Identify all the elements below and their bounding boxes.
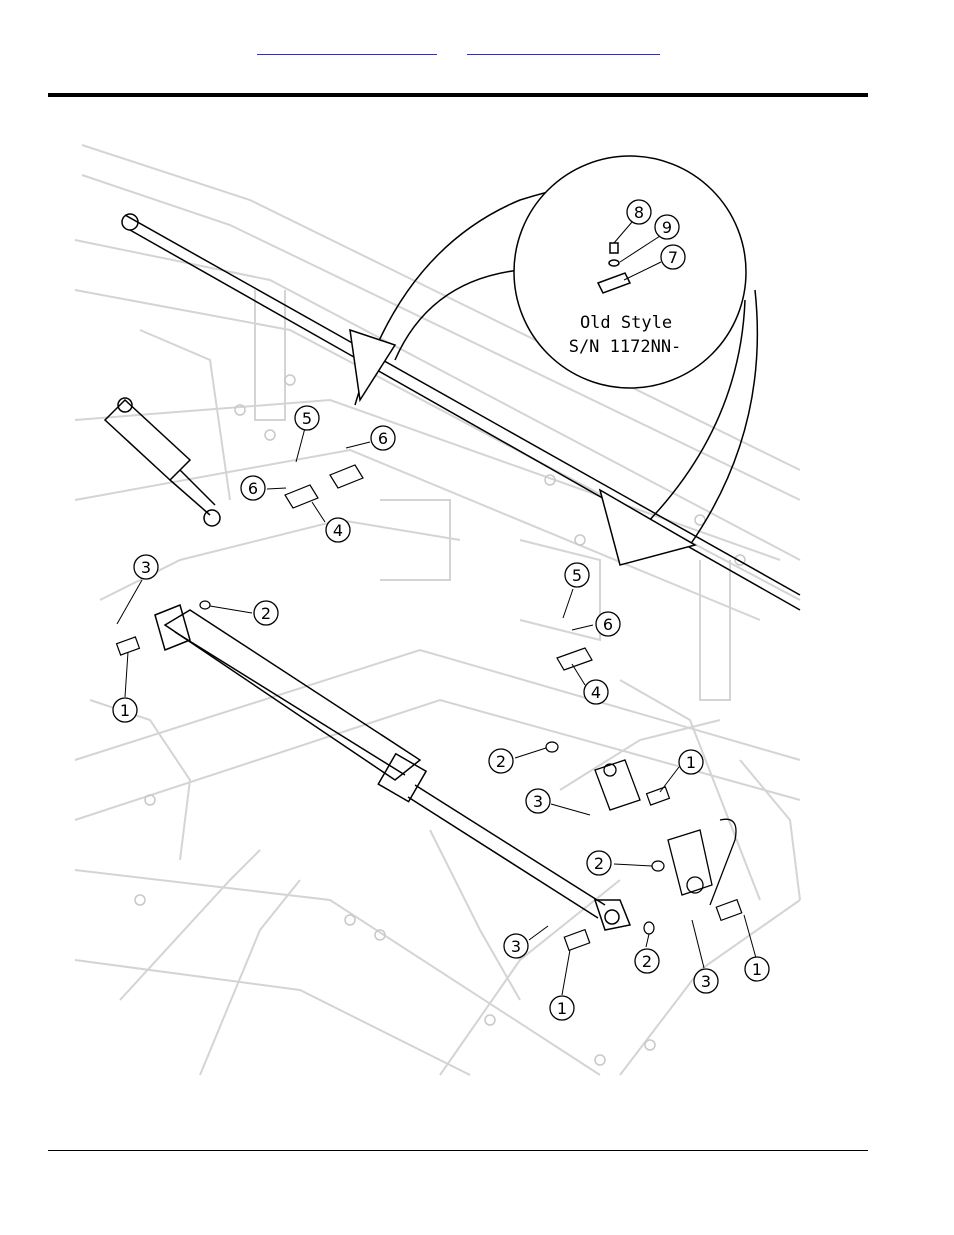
svg-text:1: 1 [686,753,696,772]
callout-2: 2 [634,948,660,974]
callout-1: 1 [678,749,704,775]
inset-title: Old Style [580,313,672,333]
svg-text:2: 2 [594,854,604,873]
svg-text:4: 4 [333,521,343,540]
svg-text:3: 3 [141,558,151,577]
nav-link-previous[interactable] [257,38,437,55]
svg-text:5: 5 [572,566,582,585]
callout-6: 6 [240,475,266,501]
inset-serial: S/N 1172NN- [569,337,682,357]
svg-text:8: 8 [634,203,644,222]
detail-inset [349,155,759,566]
nav-link-next[interactable] [467,38,660,55]
callout-5: 5 [294,405,320,431]
svg-text:3: 3 [533,792,543,811]
frame-background [74,144,801,1076]
callout-3: 3 [133,554,159,580]
callout-3: 3 [693,968,719,994]
hydraulic-cylinder [154,603,632,931]
callout-4: 4 [325,517,351,543]
svg-text:9: 9 [662,218,672,237]
svg-text:6: 6 [378,429,388,448]
leader-lines [116,221,757,996]
bolt-details-background [134,374,746,1066]
callout-4: 4 [583,679,609,705]
svg-text:4: 4 [591,683,601,702]
callout-2: 2 [253,600,279,626]
callout-6: 6 [595,611,621,637]
svg-text:1: 1 [557,999,567,1018]
svg-text:6: 6 [603,615,613,634]
svg-text:1: 1 [752,960,762,979]
svg-text:2: 2 [642,952,652,971]
callout-9: 9 [654,214,680,240]
footer-rule [48,1150,868,1151]
svg-text:3: 3 [511,937,521,956]
svg-text:2: 2 [496,752,506,771]
callout-2: 2 [586,850,612,876]
right-links [594,759,737,906]
svg-text:2: 2 [261,604,271,623]
callout-7: 7 [660,244,686,270]
pins [115,636,743,952]
callout-3: 3 [525,788,551,814]
callout-3: 3 [503,933,529,959]
callout-1: 1 [549,995,575,1021]
left-upper-link [103,397,221,527]
svg-text:5: 5 [302,409,312,428]
callout-2: 2 [488,748,514,774]
callout-5: 5 [564,562,590,588]
callout-1: 1 [744,956,770,982]
callout-1: 1 [112,697,138,723]
callout-6: 6 [370,425,396,451]
callout-8: 8 [626,199,652,225]
svg-text:3: 3 [701,972,711,991]
svg-text:7: 7 [668,248,678,267]
svg-text:1: 1 [120,701,130,720]
svg-text:6: 6 [248,479,258,498]
header-rule [48,93,868,97]
